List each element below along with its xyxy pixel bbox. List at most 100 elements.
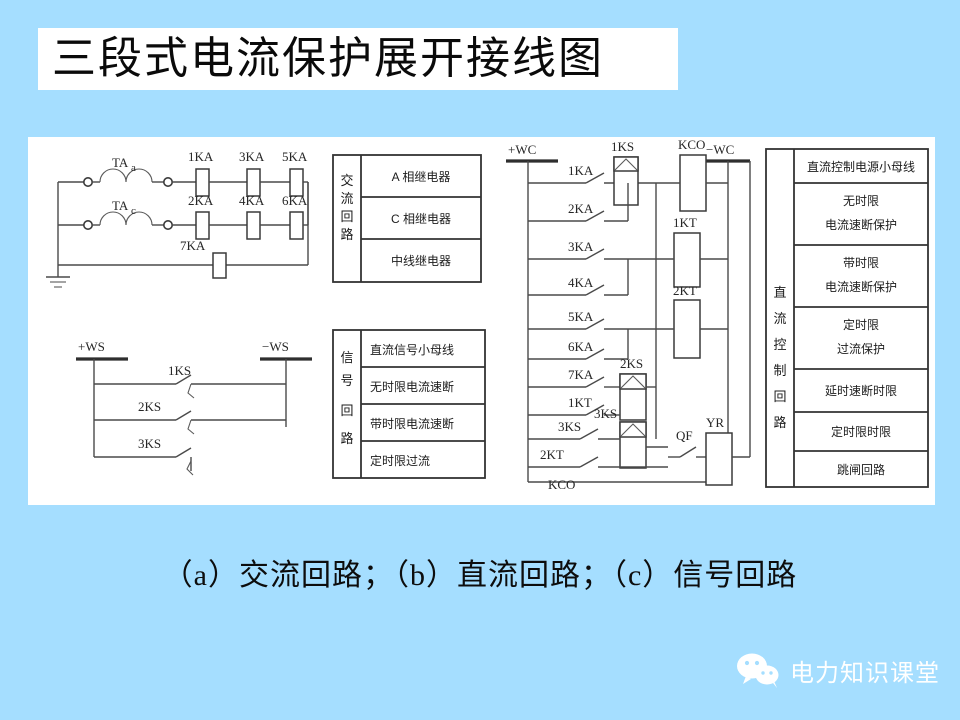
- contact-label-3ks: 3KS: [138, 436, 161, 451]
- dc-legend-row-2-line1: 带时限: [843, 256, 879, 270]
- ta-c-label: TA: [112, 198, 129, 213]
- footer-brand-text: 电力知识课堂: [790, 659, 940, 687]
- figure-caption: （a）交流回路；（b）直流回路；（c）信号回路: [162, 559, 798, 592]
- ac-legend-row-0: A 相继电器: [392, 170, 451, 184]
- title-banner: 三段式电流保护展开接线图: [38, 28, 678, 90]
- relay-coil-2ka: [195, 211, 210, 240]
- dc-contact-label-6ka: 6KA: [568, 339, 594, 354]
- dc-contact-label-7ka: 7KA: [568, 367, 594, 382]
- dc-legend-row-2-line2: 电流速断保护: [825, 279, 897, 294]
- terminal-dot: [82, 176, 93, 187]
- dc-legend-row-1-line1: 无时限: [843, 194, 879, 208]
- coil-kco: [679, 154, 707, 212]
- relay-label-2ka: 2KA: [188, 193, 214, 208]
- signal-legend-table: 信 号 回 路 直流信号小母线 无时限电流速断 带时限电流速断 定时限过流: [332, 329, 486, 479]
- dc-contact-label-1ka: 1KA: [568, 163, 594, 178]
- dc-circuit-group: +WC −WC 1KA 1KS KCO 2KA: [506, 137, 751, 492]
- dc-legend-row-6-line1: 跳闸回路: [837, 462, 885, 477]
- dc-legend-row-5-line1: 定时限时限: [831, 424, 891, 439]
- dc-coil-label-yr: YR: [706, 415, 724, 430]
- relay-3ks-flag: [619, 421, 647, 438]
- contact-label-2ks: 2KS: [138, 399, 161, 414]
- dc-legend-side-char-5: 回: [773, 389, 786, 404]
- bus-label-plus-wc: +WC: [508, 142, 536, 157]
- earth-icon: [46, 265, 70, 288]
- terminal-dot: [82, 220, 93, 231]
- dc-legend-side-char-2: 流: [773, 311, 786, 326]
- dc-legend-row-0-line1: 直流控制电源小母线: [807, 160, 915, 174]
- ac-legend-side-char-3: 回: [340, 209, 353, 224]
- dc-contact-label-2kt: 2KT: [540, 447, 564, 462]
- terminal-dot: [163, 176, 174, 187]
- coil-2kt: [673, 299, 701, 359]
- dc-bottom-label-kco: KCO: [548, 477, 575, 492]
- signal-legend-side-char-2: 号: [340, 373, 353, 388]
- page-title: 三段式电流保护展开接线图: [52, 34, 604, 83]
- dc-contact-label-4ka: 4KA: [568, 275, 594, 290]
- signal-legend-side-char-4: 路: [340, 431, 353, 446]
- footer-watermark: 电力知识课堂: [736, 652, 940, 688]
- signal-legend-row-1: 无时限电流速断: [370, 379, 454, 394]
- dc-legend-row-3-line1: 定时限: [843, 317, 879, 332]
- ta-a-subscript: a: [131, 162, 136, 174]
- relay-coil-7ka: [212, 252, 227, 279]
- terminal-dot: [163, 220, 174, 231]
- coil-1kt: [673, 232, 701, 288]
- dc-legend-row-1-line2: 电流速断保护: [825, 217, 897, 232]
- relay-label-4ka: 4KA: [239, 193, 265, 208]
- signal-circuit-group: +WS −WS 1KS 2KS 3KS: [76, 339, 312, 476]
- dc-legend-side-char-6: 路: [773, 415, 786, 430]
- relay-label-1ka: 1KA: [188, 149, 214, 164]
- dc-legend-row-3-line2: 过流保护: [837, 342, 885, 356]
- signal-legend-row-3: 定时限过流: [370, 453, 430, 468]
- dc-contact-label-2ka: 2KA: [568, 201, 594, 216]
- relay-2ks-flag: [619, 373, 647, 390]
- dc-relay-label-2ks: 2KS: [620, 356, 643, 371]
- dc-legend-side-char-1: 直: [773, 285, 786, 300]
- dc-contact-label-3ka: 3KA: [568, 239, 594, 254]
- dc-relay-label-3ks: 3KS: [594, 406, 617, 421]
- ac-legend-row-2: 中线继电器: [391, 253, 451, 268]
- ac-legend-side-char-4: 路: [340, 227, 353, 242]
- bus-label-minus-ws: −WS: [262, 339, 289, 354]
- relay-coil-5ka: [289, 168, 304, 197]
- relay-label-6ka: 6KA: [282, 193, 308, 208]
- coil-yr: [705, 432, 733, 486]
- relay-coil-6ka: [289, 211, 304, 240]
- wechat-icon: [737, 653, 779, 688]
- ac-legend-table: 交 流 回 路 A 相继电器 C 相继电器 中线继电器: [332, 154, 482, 283]
- dc-contact-label-3ks: 3KS: [558, 419, 581, 434]
- relay-1ks-flag: [613, 156, 639, 172]
- dc-coil-label-kco: KCO: [678, 137, 705, 152]
- dc-contact-label-5ka: 5KA: [568, 309, 594, 324]
- relay-label-5ka: 5KA: [282, 149, 308, 164]
- signal-legend-side-char-3: 回: [340, 403, 353, 418]
- ac-legend-row-1: C 相继电器: [391, 212, 451, 226]
- relay-coil-3ka: [246, 168, 261, 197]
- schematic-svg: TA a TA c 1KA 3KA 5KA 2KA 4KA 6KA 7K: [46, 137, 929, 492]
- ac-legend-side-char-2: 流: [340, 191, 353, 206]
- relay-label-3ka: 3KA: [239, 149, 265, 164]
- dc-coil-label-1kt: 1KT: [673, 215, 697, 230]
- bus-label-minus-wc: −WC: [706, 142, 734, 157]
- dc-contact-label-1kt: 1KT: [568, 395, 592, 410]
- dc-legend-row-4-line1: 延时速断时限: [825, 383, 897, 398]
- signal-legend-side-char-1: 信: [340, 350, 353, 365]
- relay-coil-4ka: [246, 211, 261, 240]
- dc-legend-side-char-4: 制: [773, 363, 786, 378]
- schematic-panel: TA a TA c 1KA 3KA 5KA 2KA 4KA 6KA 7K: [28, 137, 935, 505]
- bus-label-plus-ws: +WS: [78, 339, 105, 354]
- signal-legend-row-0: 直流信号小母线: [370, 343, 454, 357]
- contact-label-1ks: 1KS: [168, 363, 191, 378]
- relay-coil-1ka: [195, 168, 210, 197]
- ac-legend-side-char-1: 交: [340, 173, 353, 188]
- dc-legend-side-char-3: 控: [773, 337, 786, 352]
- relay-label-7ka: 7KA: [180, 238, 206, 253]
- ta-c-subscript: c: [131, 205, 136, 217]
- ta-a-label: TA: [112, 155, 129, 170]
- ac-circuit-group: TA a TA c 1KA 3KA 5KA 2KA 4KA 6KA 7K: [46, 149, 309, 288]
- dc-relay-label-1ks: 1KS: [611, 139, 634, 154]
- dc-contact-label-qf: QF: [676, 428, 693, 443]
- dc-coil-label-2kt: 2KT: [673, 283, 697, 298]
- dc-legend-table: 直 流 控 制 回 路 直流控制电源小母线 无时限 电流速断保护 带时限 电流速…: [765, 148, 929, 488]
